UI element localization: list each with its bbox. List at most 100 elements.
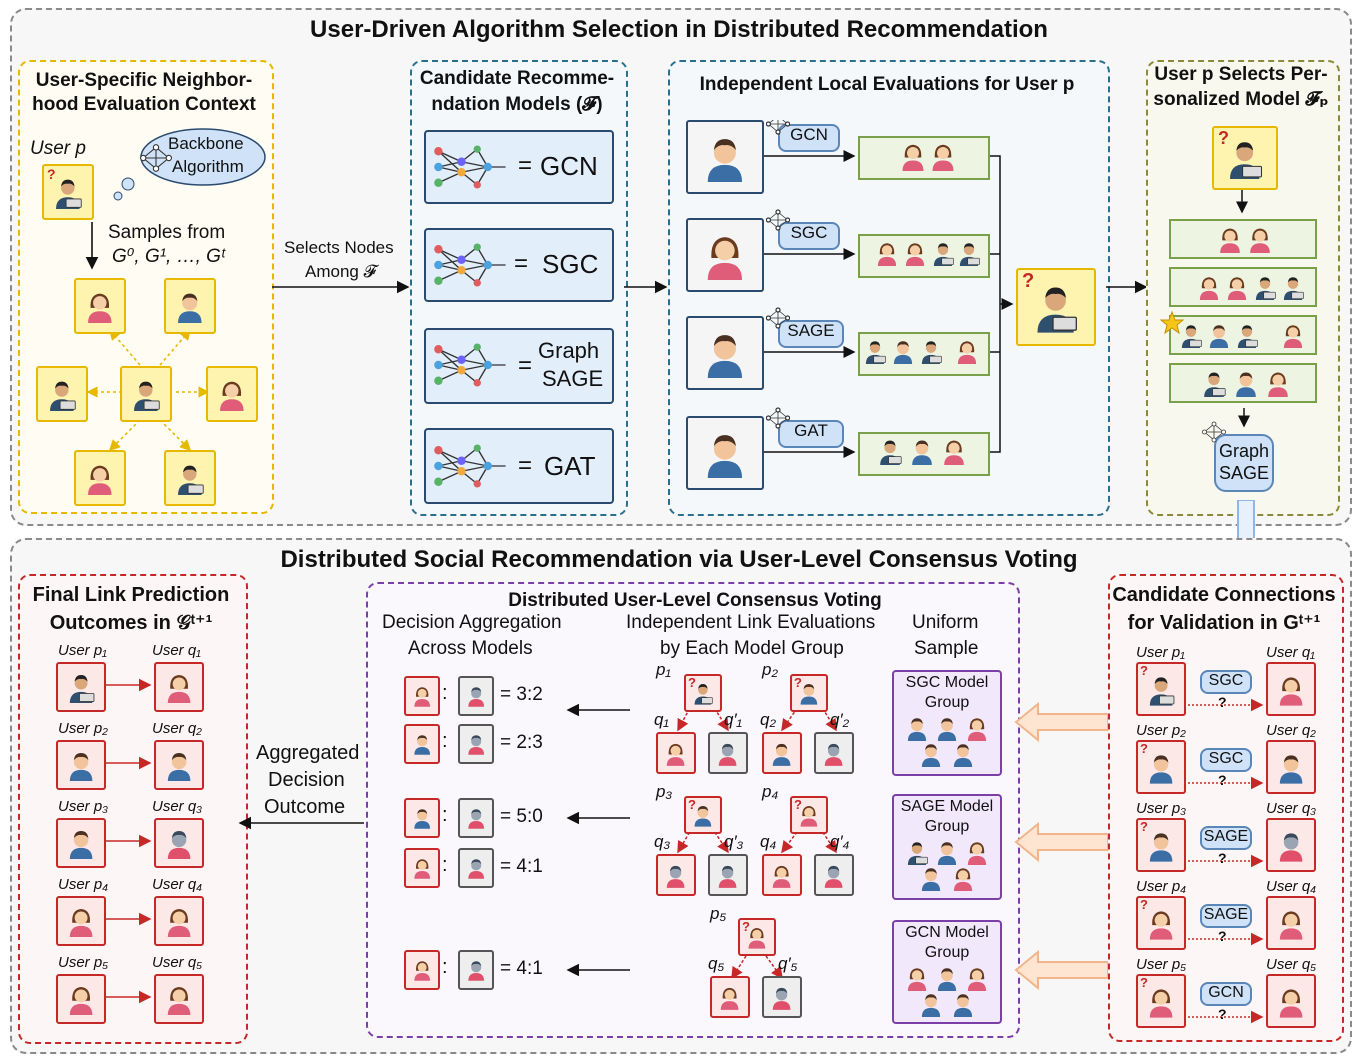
ratio-negative-avatar bbox=[458, 950, 494, 990]
person-grey-icon bbox=[465, 855, 487, 880]
eval-p-label: p₄ bbox=[762, 782, 779, 801]
question-mark: ? bbox=[688, 675, 696, 690]
eval-p-label: p₂ bbox=[762, 660, 778, 679]
cand-q-avatar bbox=[1266, 662, 1316, 716]
cand-q-label: User q₁ bbox=[1266, 644, 1315, 661]
eval-user-avatar-4 bbox=[686, 416, 764, 490]
final-p-label: User p₁ bbox=[58, 642, 107, 659]
personalized-stack bbox=[1160, 190, 1317, 428]
person-grey-icon bbox=[715, 740, 740, 767]
candidate-title-l1: Candidate Recomme- bbox=[419, 68, 615, 89]
final-q-label: User q₁ bbox=[152, 642, 201, 659]
person-icon bbox=[769, 740, 794, 767]
eval-alt-avatar bbox=[814, 732, 854, 774]
eval-qp-label: q′₅ bbox=[778, 954, 798, 973]
person-grey-icon bbox=[465, 683, 487, 708]
cand-link-arrow bbox=[1184, 776, 1264, 790]
group-gcn-l2: Group bbox=[924, 944, 970, 961]
person-icon bbox=[699, 133, 751, 182]
final-p-avatar bbox=[56, 896, 106, 946]
model-eq: = bbox=[514, 250, 529, 277]
question-mark: ? bbox=[1140, 975, 1148, 990]
person-grey-icon bbox=[465, 731, 487, 756]
eval-q-label: q₃ bbox=[654, 832, 671, 851]
question-mark: ? bbox=[1140, 741, 1148, 756]
user-p-label: User p bbox=[30, 138, 86, 159]
eval-user-avatar-2 bbox=[686, 218, 764, 292]
model-card-gcn: = GCN bbox=[424, 130, 614, 204]
selects-nodes-l2: Among 𝓕 bbox=[305, 262, 377, 281]
person-laptop-icon bbox=[45, 376, 79, 412]
person-f-icon bbox=[1275, 984, 1307, 1019]
group-people bbox=[907, 841, 987, 891]
personalized-title-l1: User p Selects Per- bbox=[1154, 64, 1328, 85]
question-mark: ? bbox=[742, 919, 750, 934]
ratio-negative-avatar bbox=[458, 676, 494, 716]
final-q-avatar bbox=[154, 818, 204, 868]
person-icon bbox=[65, 827, 97, 859]
ratio-arrow bbox=[566, 811, 630, 825]
person-icon bbox=[65, 749, 97, 781]
voting-title: Distributed User-Level Consensus Voting bbox=[508, 590, 882, 611]
cand-q-avatar bbox=[1266, 818, 1316, 872]
neighbor-avatar-1 bbox=[74, 278, 126, 334]
eval-p-label: p₁ bbox=[656, 660, 671, 679]
cand-conn-title-l2: for Validation in Gᵗ⁺¹ bbox=[1127, 612, 1321, 634]
cand-link-arrow bbox=[1184, 932, 1264, 946]
ratio-colon: : bbox=[442, 682, 448, 704]
final-q-avatar bbox=[154, 662, 204, 712]
person-f-icon bbox=[163, 905, 195, 937]
cand-link-arrow bbox=[1184, 1010, 1264, 1024]
person-f-icon bbox=[717, 984, 742, 1011]
selects-nodes-arrow bbox=[272, 280, 410, 294]
person-grey-icon bbox=[769, 984, 794, 1011]
neighbor-avatar-3 bbox=[36, 366, 88, 422]
cand-q-label: User q₃ bbox=[1266, 800, 1317, 817]
final-p-label: User p₂ bbox=[58, 720, 108, 737]
model-name-sgc: SGC bbox=[542, 249, 599, 279]
backbone-label-l2: Algorithm bbox=[172, 157, 244, 176]
aggregated-l2: Decision bbox=[268, 769, 345, 791]
person-grey-icon bbox=[663, 862, 688, 889]
ratio-colon: : bbox=[442, 730, 448, 752]
group-sage-l2: Group bbox=[924, 818, 970, 835]
samples-arrow bbox=[85, 222, 99, 270]
eval-target-avatar bbox=[762, 732, 802, 774]
candidate-title-l2: ndation Models (𝓕) bbox=[431, 94, 603, 115]
final-q-avatar bbox=[154, 896, 204, 946]
samples-label-l2: G⁰, G¹, …, Gᵗ bbox=[112, 246, 225, 267]
cand-question: ? bbox=[1218, 928, 1227, 944]
person-f-icon bbox=[411, 957, 433, 982]
graph-icon bbox=[430, 238, 514, 292]
question-mark: ? bbox=[688, 797, 696, 812]
cand-p-avatar: ? bbox=[1136, 896, 1186, 950]
eval-target-avatar bbox=[710, 976, 750, 1018]
cand-conn-title-l1: Candidate Connections bbox=[1112, 584, 1336, 606]
model-card-sgc: = SGC bbox=[424, 228, 614, 302]
question-mark: ? bbox=[794, 797, 802, 812]
eval-alt-avatar bbox=[762, 976, 802, 1018]
group-box-sage: SAGE Model Group bbox=[892, 794, 1002, 900]
cand-question: ? bbox=[1218, 1006, 1227, 1022]
person-f-icon bbox=[1145, 906, 1177, 941]
cand-question: ? bbox=[1218, 850, 1227, 866]
person-grey-icon bbox=[821, 862, 846, 889]
eval-qp-label: q′₂ bbox=[830, 710, 850, 729]
final-p-avatar bbox=[56, 662, 106, 712]
neighbor-avatar-6 bbox=[164, 450, 216, 506]
person-female-icon bbox=[83, 460, 117, 496]
question-mark: ? bbox=[47, 166, 56, 182]
eval-alt-avatar bbox=[814, 854, 854, 896]
person-f-icon bbox=[163, 671, 195, 703]
backbone-cloud bbox=[113, 128, 266, 201]
cand-q-avatar bbox=[1266, 896, 1316, 950]
person-female-icon bbox=[699, 231, 751, 280]
ratio-negative-avatar bbox=[458, 724, 494, 764]
cand-link-arrow bbox=[1184, 854, 1264, 868]
question-mark: ? bbox=[1022, 270, 1035, 292]
independent-l2: by Each Model Group bbox=[660, 638, 844, 659]
person-icon bbox=[699, 429, 751, 478]
result-chip-l1: Graph bbox=[1218, 441, 1270, 461]
graph-icon bbox=[430, 338, 514, 392]
question-mark: ? bbox=[794, 675, 802, 690]
